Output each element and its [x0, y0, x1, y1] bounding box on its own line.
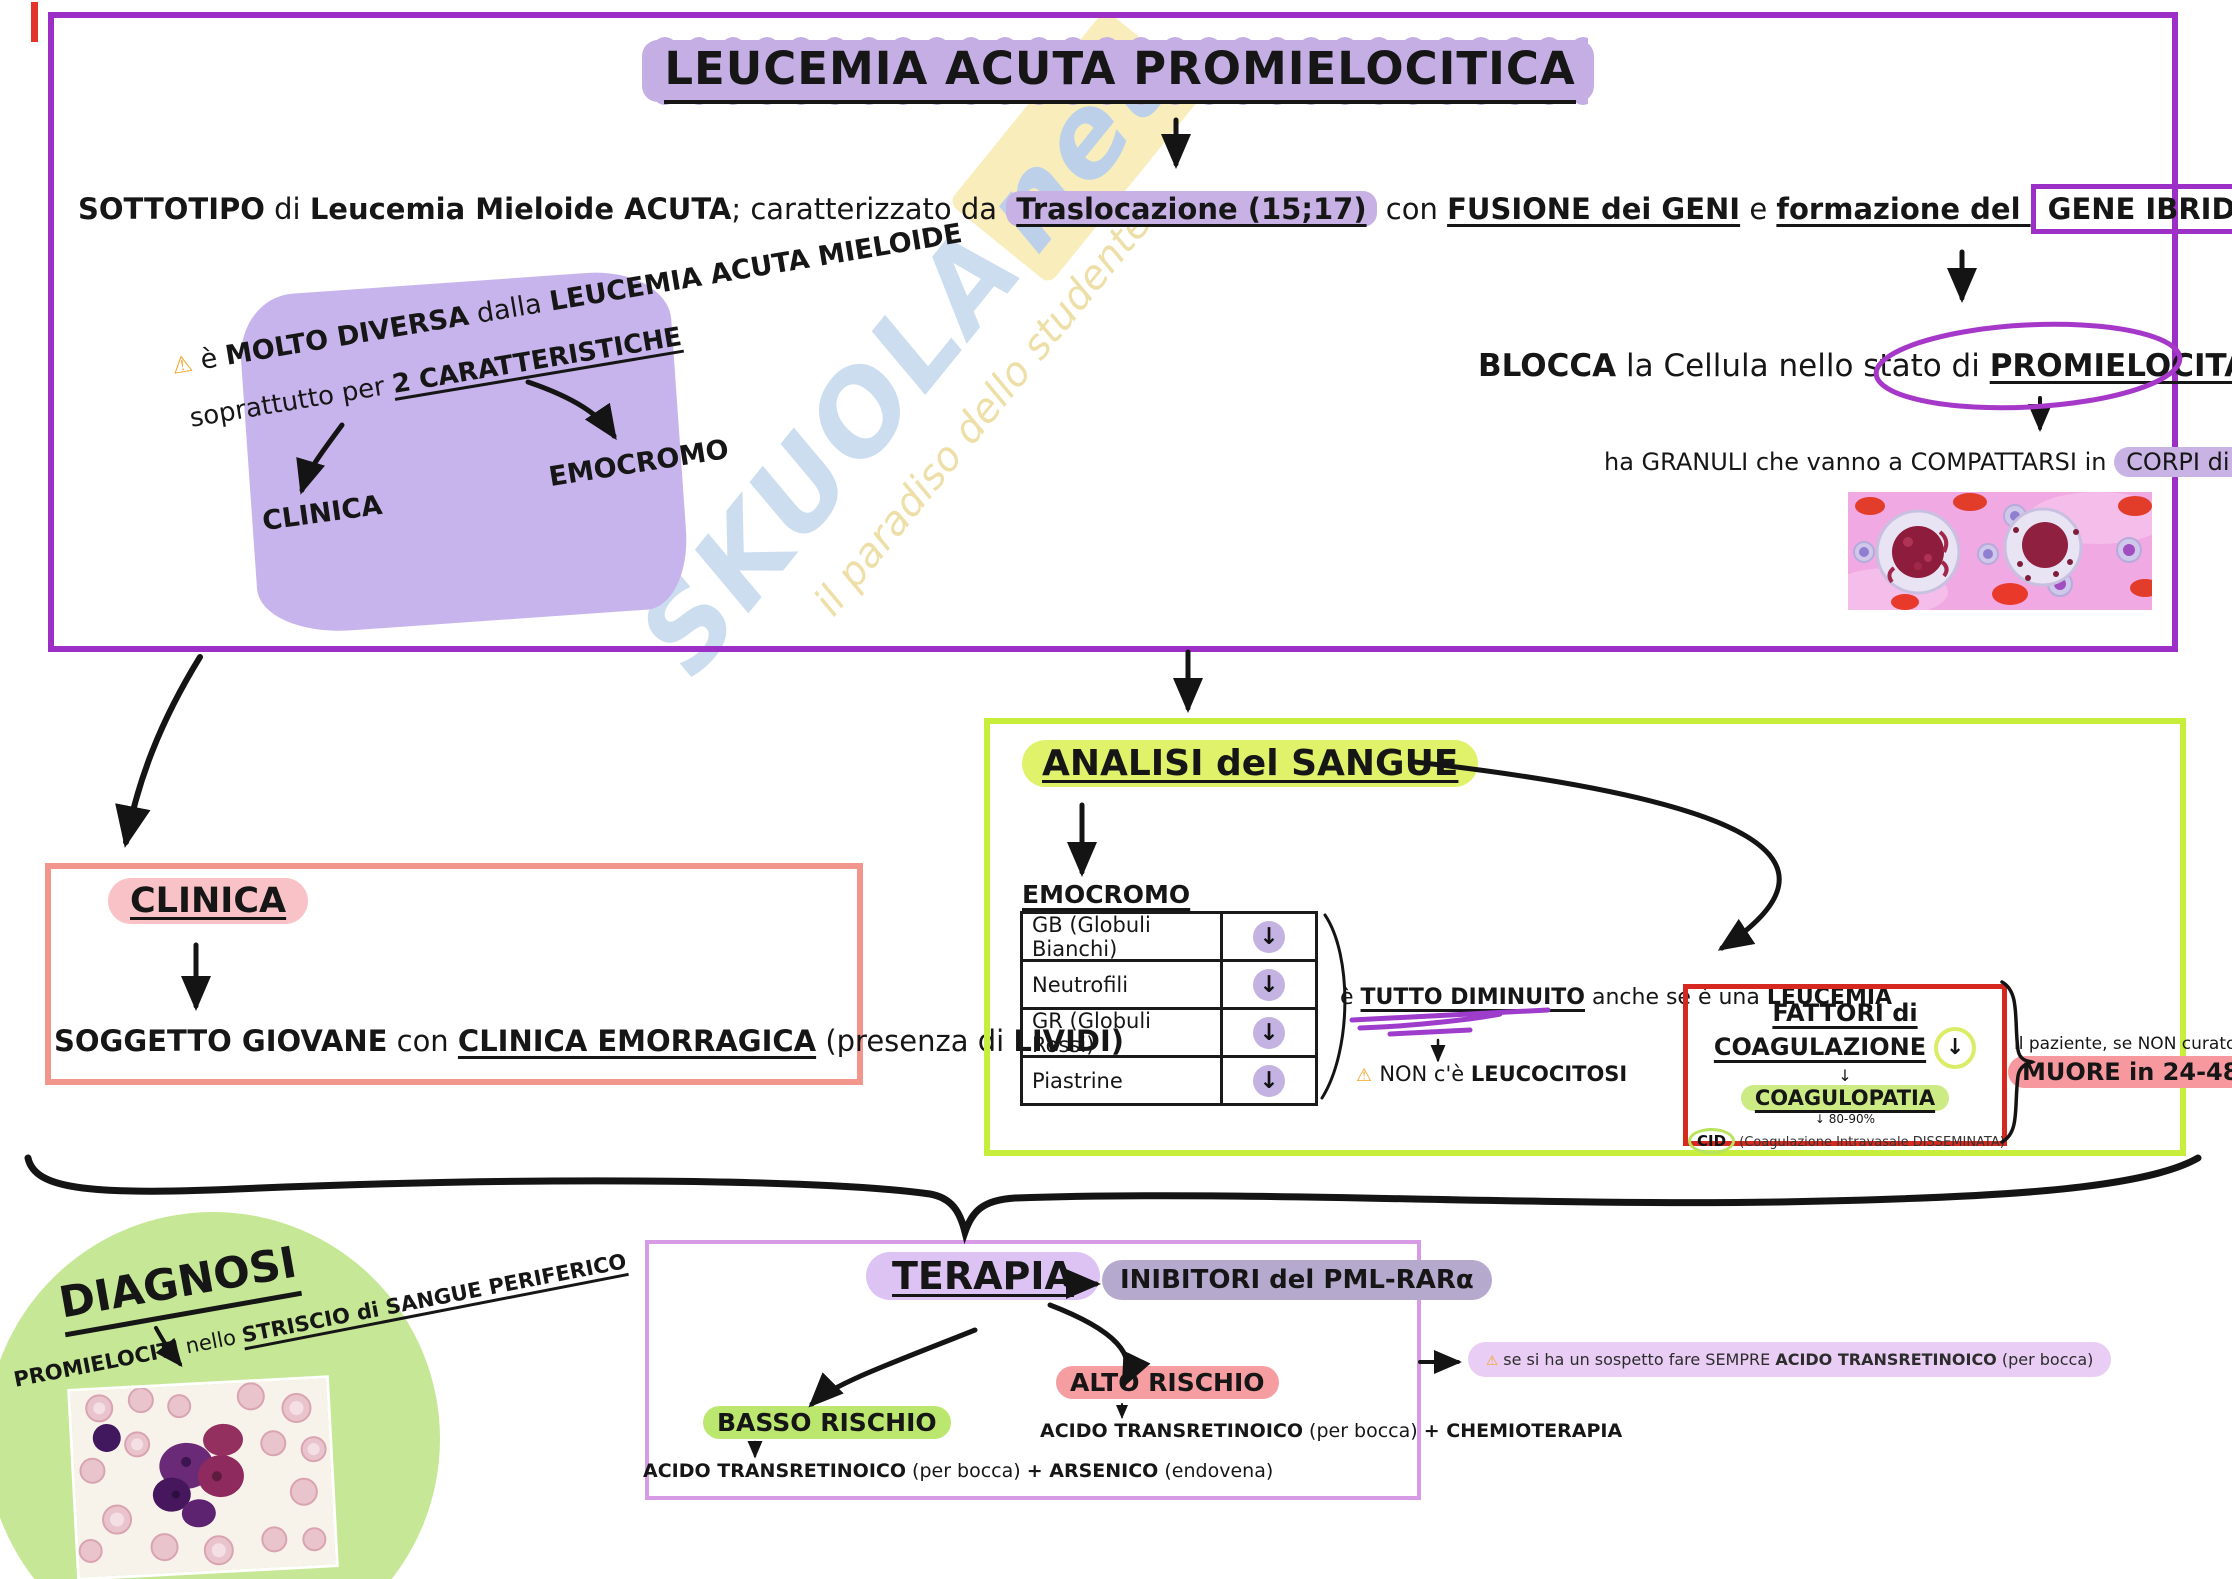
intro-seg: e [1740, 192, 1777, 226]
clinica-lividi: LIVIDI) [1013, 1024, 1125, 1058]
warning-icon: ⚠ [1486, 1353, 1499, 1369]
gene-ibrido-box: GENE IBRIDO PML-RARα [2030, 184, 2232, 234]
terapia-seg: + ARSENICO [1026, 1460, 1159, 1482]
basso-rischio-text: ACIDO TRANSRETINOICO (per bocca) + ARSEN… [643, 1460, 1273, 1482]
granuli-seg: che vanno a [1748, 448, 1911, 476]
row-value: ↓ [1220, 914, 1315, 959]
intro-fusione: FUSIONE dei GENI [1447, 192, 1741, 226]
nota-seg: se si ha un sospetto fare SEMPRE [1498, 1350, 1776, 1369]
granuli-line: ha GRANULI che vanno a COMPATTARSI in CO… [1604, 447, 2232, 477]
page-title-text: LEUCEMIA ACUTA PROMIELOCITICA [664, 42, 1576, 104]
table-row: GR (Globuli Rossi) ↓ [1023, 1007, 1315, 1057]
down-arrow-icon: ↓ [1253, 920, 1285, 953]
granuli-seg: COMPATTARSI [1910, 448, 2077, 476]
table-row: Piastrine ↓ [1023, 1055, 1315, 1103]
blood-smear-image [67, 1375, 339, 1579]
clinica-emorragica: CLINICA EMORRAGICA [457, 1024, 817, 1058]
clinica-box [45, 863, 863, 1085]
blocca-word: BLOCCA [1478, 348, 1617, 384]
analisi-box [984, 718, 2186, 1156]
terapia-seg: (per bocca) [906, 1460, 1027, 1482]
granuli-seg: ha [1604, 448, 1642, 476]
fattori-heading: FATTORI di COAGULAZIONE↓ [1688, 999, 2002, 1069]
intro-lma: Leucemia Mieloide ACUTA [309, 192, 732, 226]
row-value: ↓ [1220, 1010, 1315, 1055]
fattori-arrow: ↓ [1838, 1066, 1852, 1085]
corpi-di-auer-highlight: CORPI di AUER [2114, 447, 2232, 477]
clinica-seg: (presenza di [816, 1024, 1014, 1058]
row-label: Piastrine [1032, 1068, 1123, 1093]
warning-icon: ⚠ [1356, 1065, 1372, 1086]
intro-seg: di [264, 192, 310, 226]
down-arrow-icon: ↓ [1253, 1016, 1285, 1049]
clinica-seg: con [387, 1024, 458, 1058]
title-highlight [642, 28, 1594, 114]
auer-bodies-image [1848, 492, 2152, 610]
leucocitosi-word: LEUCOCITOSI [1470, 1062, 1628, 1086]
granuli-seg: GRANULI [1641, 448, 1749, 476]
red-pen-mark [31, 2, 38, 42]
table-row: Neutrofili ↓ [1023, 959, 1315, 1007]
terapia-heading-text: TERAPIA [892, 1254, 1074, 1298]
terapia-seg: (endovena) [1158, 1460, 1274, 1482]
table-row: GB (Globuli Bianchi) ↓ [1023, 912, 1315, 961]
terapia-seg: (per bocca) [1303, 1420, 1424, 1442]
nota-seg: (per bocca) [1996, 1350, 2094, 1369]
emocromo-label: EMOCROMO [1022, 880, 1191, 909]
terapia-seg: ACIDO TRANSRETINOICO [643, 1460, 906, 1482]
inibitori-pill: INIBITORI del PML-RARα [1102, 1260, 1492, 1300]
row-label: GR (Globuli Rossi) [1032, 1008, 1151, 1057]
terapia-seg: + CHEMIOTERAPIA [1423, 1420, 1623, 1442]
down-arrow-icon: ↓ [1253, 1064, 1285, 1097]
basso-rischio-pill: BASSO RISCHIO [703, 1406, 951, 1439]
intro-line: SOTTOTIPO di Leucemia Mieloide ACUTA; ca… [78, 184, 2232, 234]
alto-rischio-text: ACIDO TRANSRETINOICO (per bocca) + CHEMI… [1040, 1420, 1622, 1442]
down-arrow-icon: ↓ [1253, 968, 1285, 1001]
cid-circle: CID [1688, 1128, 1736, 1154]
alto-rischio-pill: ALTO RISCHIO [1056, 1366, 1279, 1399]
muore-pill: MUORE in 24-48h [2008, 1056, 2232, 1088]
down-arrow-circled-icon: ↓ [1934, 1027, 1977, 1069]
nota-seg: ACIDO TRANSRETINOICO [1775, 1350, 1997, 1369]
granuli-seg: in [2076, 448, 2115, 476]
cid-expl: (Coagulazione Intravasale DISSEMINATA) [1739, 1135, 2005, 1150]
promielocita-word: PROMIELOCITA [1989, 348, 2232, 384]
leucemia-word: LEUCEMIA [1766, 985, 1893, 1010]
tutto-diminuito-note: è TUTTO DIMINUITO anche se è una LEUCEMI… [1340, 985, 1892, 1010]
row-label: Neutrofili [1032, 972, 1129, 997]
clinica-seg: SOGGETTO GIOVANE [54, 1024, 388, 1058]
page-title: LEUCEMIA ACUTA PROMIELOCITICA [660, 42, 1580, 104]
row-value: ↓ [1220, 962, 1315, 1007]
row-value: ↓ [1220, 1058, 1315, 1103]
terapia-heading: TERAPIA [866, 1252, 1100, 1300]
blocca-seg: la Cellula nello stato di [1616, 348, 1990, 384]
cid-line: CID (Coagulazione Intravasale DISSEMINAT… [1688, 1128, 2005, 1154]
clinica-text: SOGGETTO GIOVANE con CLINICA EMORRAGICA … [54, 1024, 1124, 1058]
note-seg: anche se è una [1584, 985, 1767, 1010]
fattori-heading-text: FATTORI di COAGULAZIONE [1713, 999, 1927, 1061]
intro-sottotipo: SOTTOTIPO [78, 192, 265, 226]
no-leucocitosi-note: ⚠ NON c'è LEUCOCITOSI [1356, 1062, 1627, 1086]
intro-seg: con [1376, 192, 1448, 226]
fattori-coagulazione-box: FATTORI di COAGULAZIONE↓ ↓ COAGULOPATIA … [1683, 984, 2007, 1154]
emocromo-table: GB (Globuli Bianchi) ↓ Neutrofili ↓ GR (… [1020, 911, 1318, 1106]
blocca-line: BLOCCA la Cellula nello stato di PROMIEL… [1478, 348, 2232, 384]
clinica-heading: CLINICA [108, 878, 309, 924]
terapia-seg: ACIDO TRANSRETINOICO [1040, 1420, 1303, 1442]
tutto-diminuito: TUTTO DIMINUITO [1360, 985, 1585, 1010]
sospetto-note-pill: ⚠ se si ha un sospetto fare SEMPRE ACIDO… [1468, 1342, 2112, 1377]
row-label: GB (Globuli Bianchi) [1032, 912, 1151, 961]
intro-traslocazione: Traslocazione (15;17) [1006, 191, 1377, 227]
intro-formazione: formazione del [1776, 192, 2031, 226]
analisi-heading: ANALISI del SANGUE [1022, 740, 1479, 787]
pct-label: ↓ 80-90% [1814, 1112, 1876, 1126]
intro-seg: ; caratterizzato da [731, 192, 1007, 226]
warning-icon: ⚠ [170, 350, 195, 380]
note-seg: è [1340, 985, 1361, 1010]
coagulopatia-pill: COAGULOPATIA [1740, 1085, 1950, 1111]
paziente-note: il paziente, se NON curato, [2014, 1034, 2232, 1054]
note-seg: NON c'è [1379, 1062, 1471, 1086]
